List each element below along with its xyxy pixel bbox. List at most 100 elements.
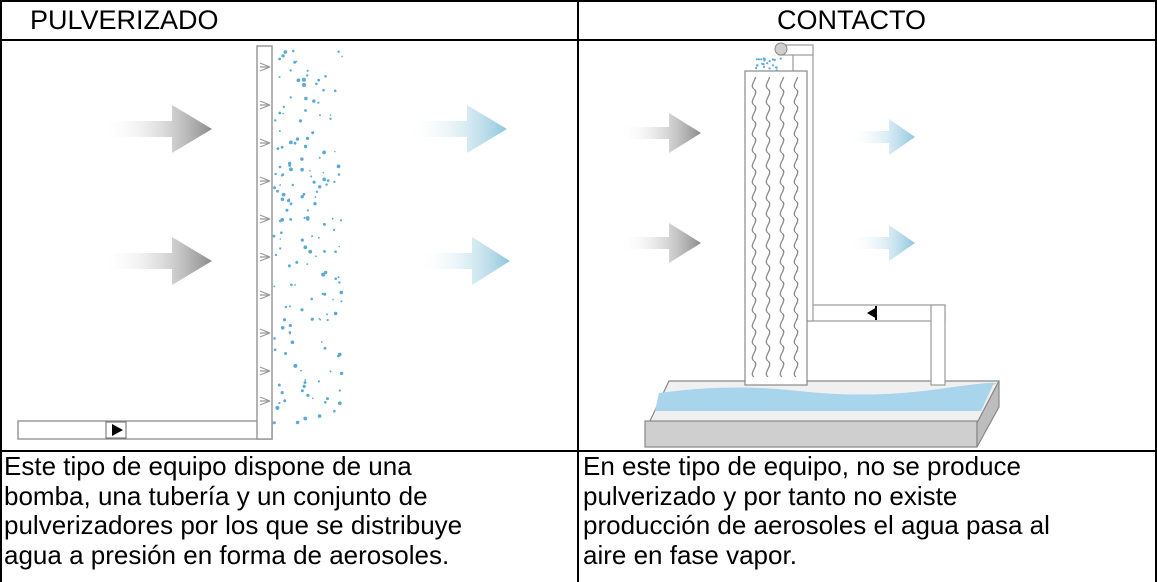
water-droplet bbox=[322, 171, 325, 174]
water-droplet bbox=[755, 58, 758, 61]
description-line: agua a presión en forma de aerosoles. bbox=[4, 539, 450, 570]
water-droplet bbox=[318, 156, 321, 159]
contact-media-column bbox=[744, 70, 808, 386]
water-droplet bbox=[334, 250, 337, 253]
water-droplet bbox=[278, 111, 282, 115]
water-droplet bbox=[338, 401, 342, 406]
water-droplet bbox=[274, 172, 277, 176]
water-droplet bbox=[311, 131, 315, 135]
water-droplet bbox=[322, 222, 326, 226]
description-line: pulverizadores por los que se distribuye bbox=[4, 510, 463, 540]
water-droplet bbox=[281, 54, 285, 58]
water-droplet bbox=[313, 202, 317, 206]
water-droplet bbox=[278, 401, 281, 405]
water-droplet bbox=[312, 180, 316, 184]
water-droplet bbox=[337, 276, 340, 279]
water-droplet bbox=[323, 250, 326, 253]
pump-icon bbox=[105, 421, 127, 439]
water-droplet bbox=[340, 300, 343, 303]
water-droplet bbox=[279, 247, 282, 250]
water-droplet bbox=[755, 64, 759, 67]
incoming-air-arrow-top bbox=[102, 105, 212, 153]
water-droplet bbox=[300, 369, 302, 372]
table-border-right bbox=[1155, 0, 1157, 582]
water-droplet bbox=[771, 64, 774, 67]
water-droplet bbox=[338, 245, 341, 248]
water-droplet bbox=[290, 340, 295, 345]
water-droplet bbox=[332, 298, 334, 301]
water-droplet bbox=[295, 137, 300, 141]
water-droplet bbox=[280, 145, 284, 149]
water-droplet bbox=[280, 231, 283, 234]
water-droplet bbox=[290, 283, 293, 287]
water-droplet bbox=[773, 58, 776, 61]
water-droplet bbox=[304, 96, 308, 101]
water-droplet bbox=[315, 190, 319, 193]
water-droplet bbox=[763, 59, 766, 62]
water-droplet bbox=[284, 352, 288, 355]
water-droplet bbox=[314, 196, 317, 198]
water-droplet bbox=[339, 219, 343, 222]
water-droplet bbox=[293, 141, 297, 145]
water-droplet bbox=[326, 313, 328, 316]
water-droplet bbox=[300, 195, 304, 199]
water-droplet bbox=[281, 173, 285, 177]
water-droplet bbox=[278, 165, 282, 169]
water-droplet bbox=[311, 235, 314, 238]
water-droplet bbox=[779, 57, 782, 60]
water-droplet bbox=[282, 112, 285, 115]
contacto-diagram bbox=[619, 42, 1000, 448]
water-droplet bbox=[766, 62, 769, 65]
water-droplet bbox=[306, 69, 309, 72]
water-droplet bbox=[306, 209, 309, 212]
water-droplet bbox=[306, 393, 310, 397]
water-droplet bbox=[288, 161, 292, 166]
water-droplet bbox=[289, 96, 292, 99]
water-tank bbox=[644, 380, 1000, 448]
description-pulverizado: Este tipo de equipo dispone de una bomba… bbox=[4, 451, 574, 570]
water-droplet bbox=[293, 60, 297, 64]
incoming-air-arrow-top bbox=[619, 113, 701, 153]
water-droplet bbox=[322, 177, 327, 182]
water-droplet bbox=[295, 260, 299, 264]
water-droplet bbox=[323, 270, 328, 275]
water-droplet bbox=[305, 136, 310, 140]
water-droplet bbox=[302, 83, 306, 87]
water-droplet bbox=[337, 352, 342, 357]
water-droplet bbox=[272, 234, 276, 238]
water-droplet bbox=[321, 292, 324, 295]
water-droplet bbox=[302, 384, 306, 388]
water-droplet bbox=[338, 281, 341, 284]
water-droplet bbox=[275, 405, 280, 410]
water-droplet bbox=[288, 198, 291, 200]
water-droplet bbox=[317, 414, 322, 418]
column-title-pulverizado: PULVERIZADO bbox=[30, 5, 219, 35]
outgoing-air-arrow-bottom bbox=[849, 225, 915, 261]
description-line: aire en fase vapor. bbox=[583, 539, 797, 570]
water-droplet bbox=[760, 58, 763, 61]
water-droplet bbox=[341, 55, 343, 58]
water-droplet bbox=[775, 69, 778, 72]
description-line: pulverizado y por tanto no existe bbox=[583, 480, 958, 511]
water-droplet bbox=[301, 77, 306, 82]
water-droplet bbox=[274, 119, 277, 122]
water-droplet bbox=[336, 164, 341, 169]
water-droplet bbox=[303, 381, 307, 384]
water-droplet bbox=[300, 238, 304, 242]
description-contacto: En este tipo de equipo, no se produce pu… bbox=[583, 451, 1150, 570]
water-droplet bbox=[310, 297, 314, 301]
water-droplet bbox=[273, 348, 277, 352]
water-droplet bbox=[309, 169, 311, 172]
water-droplet bbox=[320, 341, 323, 343]
water-droplet bbox=[318, 236, 320, 239]
water-droplet bbox=[289, 202, 293, 206]
water-droplet bbox=[757, 58, 760, 61]
water-droplet bbox=[278, 76, 281, 78]
water-droplet bbox=[318, 317, 321, 320]
water-droplet bbox=[294, 284, 296, 286]
water-droplet bbox=[762, 57, 765, 60]
water-droplet bbox=[289, 218, 292, 221]
pipe bbox=[17, 45, 273, 440]
water-droplet bbox=[289, 69, 292, 72]
water-droplet bbox=[762, 65, 766, 68]
